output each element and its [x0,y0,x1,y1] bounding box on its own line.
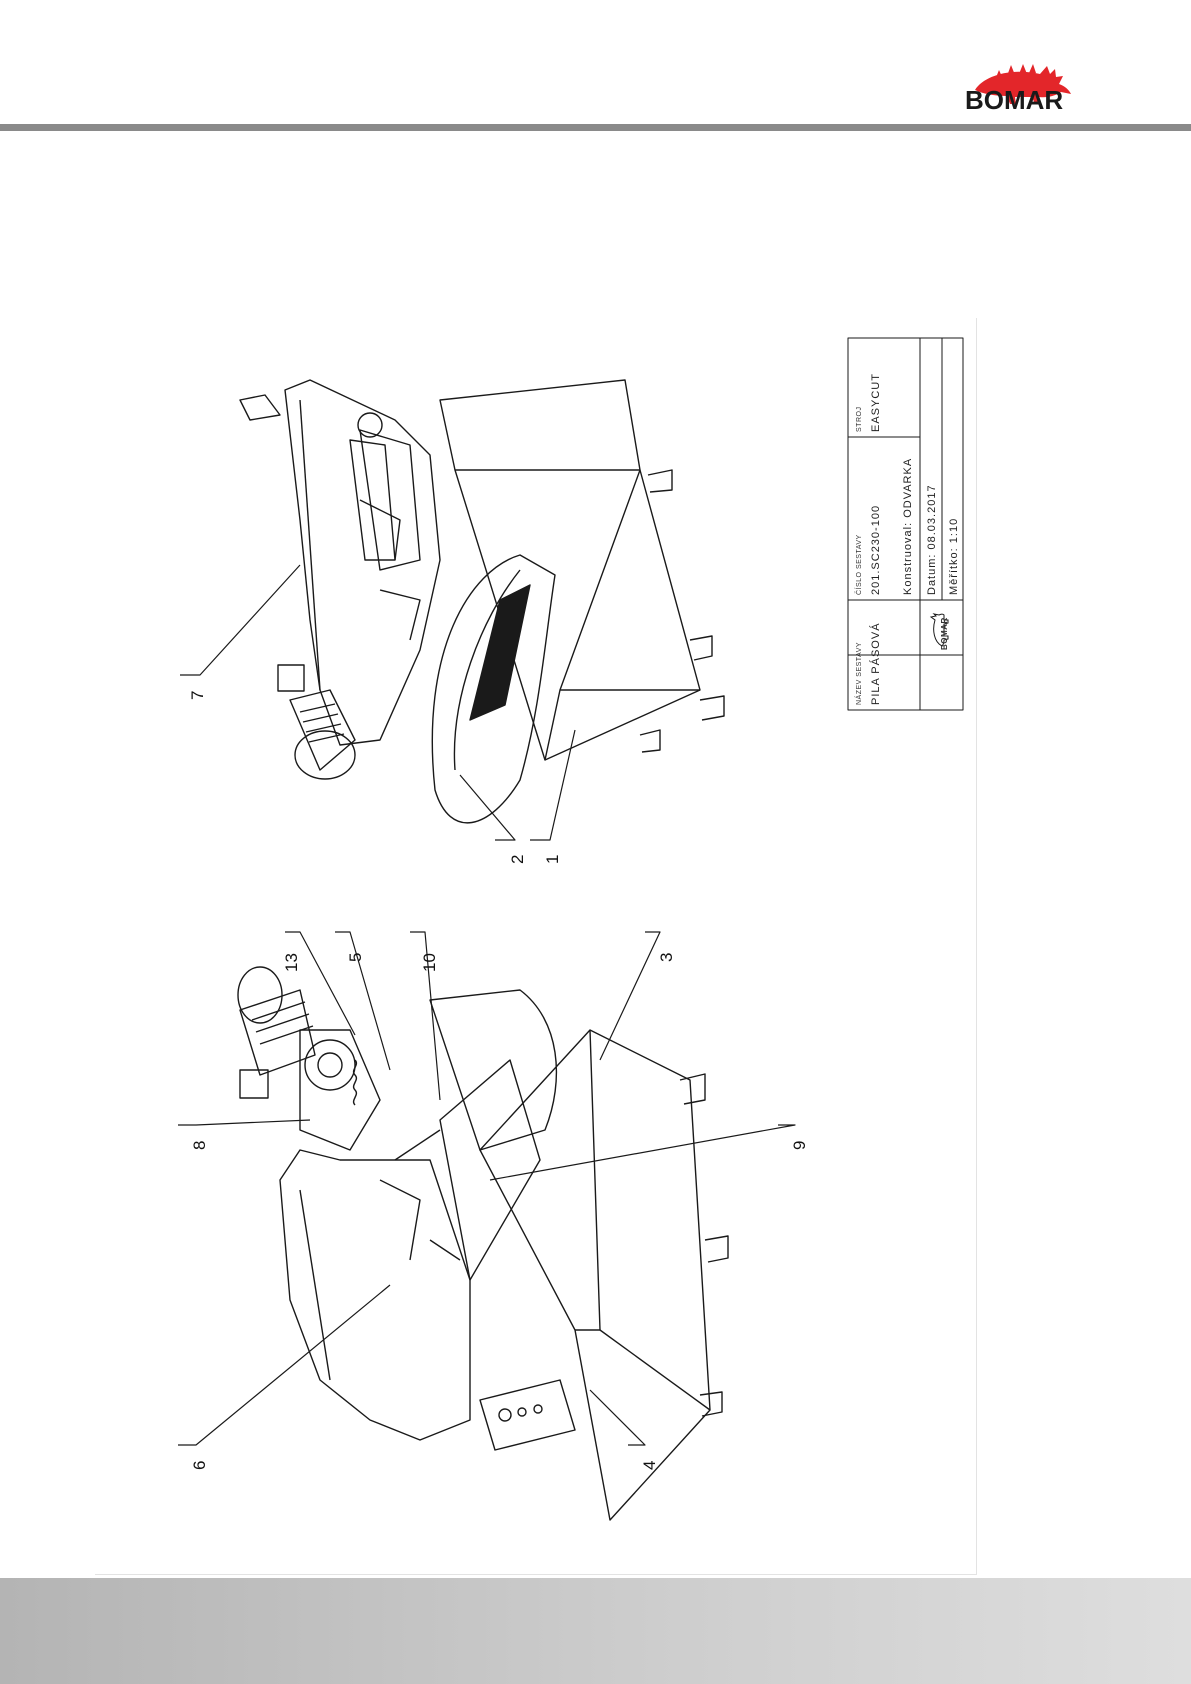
callout-1: 1 [543,855,563,864]
tb-number-value: 201.SC230-100 [870,505,882,595]
tb-scale: Měřítko: 1:10 [948,518,960,595]
bandsaw-view-bottom [238,967,728,1520]
bandsaw-view-top [240,380,724,823]
tb-machine-label: STROJ [856,407,863,432]
tb-date: Datum: 08.03.2017 [926,484,938,595]
callout-2: 2 [508,855,528,864]
callout-4: 4 [640,1461,660,1470]
callout-3: 3 [657,953,677,962]
tb-number-label: ČÍSLO SESTAVY [856,534,863,595]
callout-8: 8 [190,1141,210,1150]
tb-logo-text: BOMAR [940,617,949,650]
tb-name-value: PILA PÁSOVÁ [870,622,882,705]
callout-13: 13 [282,953,302,972]
callout-7: 7 [188,691,208,700]
callout-10: 10 [420,953,440,972]
callout-5: 5 [346,953,366,962]
page-footer [0,1578,1191,1684]
callout-6: 6 [190,1461,210,1470]
tb-name-label: NÁZEV SESTAVY [856,642,863,705]
tb-designer: Konstruoval: ODVARKA [902,458,914,595]
callout-9: 9 [790,1141,810,1150]
tb-machine-value: EASYCUT [870,373,882,432]
